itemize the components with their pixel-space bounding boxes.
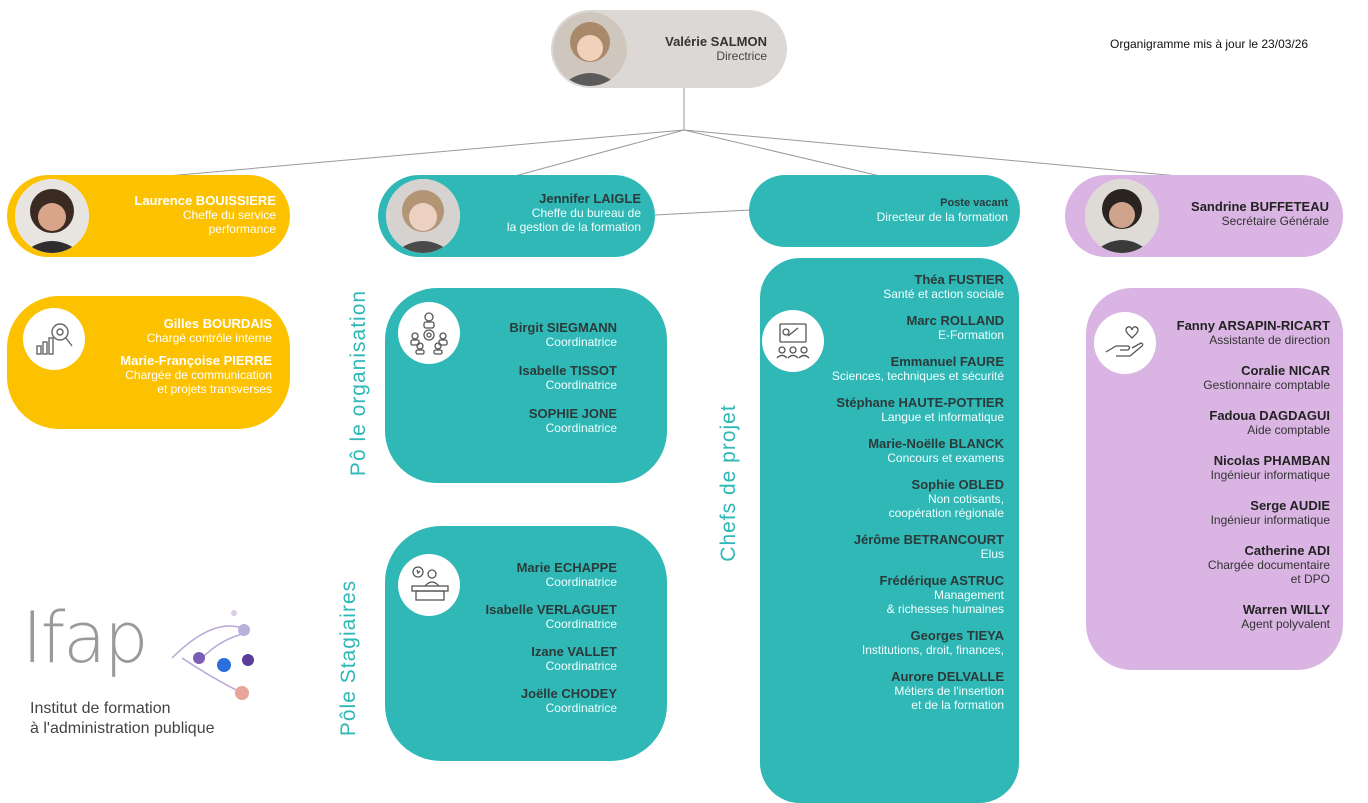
member-name: Fanny ARSAPIN-RICART bbox=[1176, 318, 1330, 333]
member-name: Marie-Noëlle BLANCK bbox=[868, 436, 1004, 451]
member-role: Chargé contrôle interne bbox=[146, 331, 272, 345]
performance-head-role: Cheffe du service bbox=[182, 208, 276, 222]
secretariat-team-card: Fanny ARSAPIN-RICART Assistante de direc… bbox=[1086, 288, 1343, 670]
member-role: Ingénieur informatique bbox=[1210, 513, 1330, 527]
member-role: Santé et action sociale bbox=[883, 287, 1004, 301]
member-role: Non cotisants, bbox=[927, 492, 1004, 506]
formation-head-role: Directeur de la formation bbox=[876, 210, 1008, 224]
member-role-2: & richesses humaines bbox=[886, 602, 1004, 616]
member-role: Aide comptable bbox=[1247, 423, 1330, 437]
hand-heart-icon bbox=[1094, 312, 1156, 374]
ifap-logo: Ifap Institut de formation à l'administr… bbox=[22, 598, 272, 748]
logo-line-2: à l'administration publique bbox=[30, 720, 215, 737]
member-name: Serge AUDIE bbox=[1250, 498, 1330, 513]
logo-network-graphic bbox=[171, 610, 254, 700]
bureau-head-card: Jennifer LAIGLE Cheffe du bureau de la g… bbox=[378, 175, 655, 257]
secretariat-head-card: Sandrine BUFFETEAU Secrétaire Générale bbox=[1065, 175, 1343, 257]
member-name: Marie-Françoise PIERRE bbox=[120, 353, 272, 368]
member-role: Assistante de direction bbox=[1209, 333, 1330, 347]
chefs-projet-label: Chefs de projet bbox=[717, 404, 740, 562]
member-name: Fadoua DAGDAGUI bbox=[1209, 408, 1330, 423]
pole-organisation-label: Pô le organisation bbox=[347, 289, 370, 477]
member-name: Isabelle TISSOT bbox=[518, 363, 617, 378]
bureau-head-avatar bbox=[386, 179, 460, 253]
member-role: Langue et informatique bbox=[881, 410, 1004, 424]
director-name: Valérie SALMON bbox=[665, 34, 767, 49]
member-role: Gestionnaire comptable bbox=[1203, 378, 1330, 392]
member-role: Coordinatrice bbox=[545, 378, 617, 392]
member-name: Emmanuel FAURE bbox=[890, 354, 1004, 369]
member-role: Ingénieur informatique bbox=[1210, 468, 1330, 482]
member-role: Chargée de communication bbox=[125, 368, 272, 382]
member-name: Marc ROLLAND bbox=[906, 313, 1004, 328]
member-role: Elus bbox=[980, 547, 1004, 561]
secretariat-head-name: Sandrine BUFFETEAU bbox=[1191, 199, 1329, 214]
member-name: Catherine ADI bbox=[1244, 543, 1330, 558]
member-name: Izane VALLET bbox=[531, 644, 617, 659]
reception-desk-icon bbox=[398, 554, 460, 616]
performance-head-name: Laurence BOUISSIERE bbox=[134, 193, 276, 208]
member-name: Birgit SIEGMANN bbox=[509, 320, 617, 335]
secretariat-head-avatar bbox=[1085, 179, 1159, 253]
member-role-2: coopération régionale bbox=[888, 506, 1004, 520]
member-role: Coordinatrice bbox=[545, 421, 617, 435]
member-role: Coordinatrice bbox=[545, 701, 617, 715]
member-name: Gilles BOURDAIS bbox=[163, 316, 272, 331]
pole-organisation-card: Birgit SIEGMANN Coordinatrice Isabelle T… bbox=[385, 288, 667, 483]
chefs-projet-card: Théa FUSTIER Santé et action sociale Mar… bbox=[760, 258, 1019, 803]
director-card: Valérie SALMON Directrice bbox=[551, 10, 787, 88]
member-name: Marie ECHAPPE bbox=[516, 560, 617, 575]
member-role: E-Formation bbox=[937, 328, 1004, 342]
bureau-head-name: Jennifer LAIGLE bbox=[539, 191, 641, 206]
member-name: Joëlle CHODEY bbox=[520, 686, 617, 701]
performance-head-card: Laurence BOUISSIERE Cheffe du service pe… bbox=[7, 175, 290, 257]
member-name: Warren WILLY bbox=[1242, 602, 1330, 617]
member-name: Nicolas PHAMBAN bbox=[1213, 453, 1330, 468]
director-avatar bbox=[553, 12, 627, 86]
member-name: Frédérique ASTRUC bbox=[879, 573, 1004, 588]
member-role: Agent polyvalent bbox=[1241, 617, 1330, 631]
pole-stagiaires-card: Marie ECHAPPE Coordinatrice Isabelle VER… bbox=[385, 526, 667, 761]
member-role: Coordinatrice bbox=[545, 575, 617, 589]
logo-wordmark: Ifap bbox=[22, 597, 149, 679]
member-role: Sciences, techniques et sécurité bbox=[831, 369, 1004, 383]
member-role-2: et DPO bbox=[1290, 572, 1330, 586]
performance-head-role-2: performance bbox=[208, 222, 276, 236]
member-role-2: et projets transverses bbox=[157, 382, 272, 396]
member-name: Isabelle VERLAGUET bbox=[485, 602, 617, 617]
member-name: Théa FUSTIER bbox=[914, 272, 1004, 287]
formation-head-name: Poste vacant bbox=[940, 197, 1008, 209]
member-name: Jérôme BETRANCOURT bbox=[853, 532, 1004, 547]
update-note: Organigramme mis à jour le 23/03/26 bbox=[1110, 37, 1309, 51]
formation-head-card: Poste vacant Directeur de la formation bbox=[749, 175, 1020, 247]
member-role: Métiers de l'insertion bbox=[894, 684, 1004, 698]
member-role: Management bbox=[933, 588, 1004, 602]
team-cog-icon bbox=[398, 302, 460, 364]
member-role-2: et de la formation bbox=[911, 698, 1004, 712]
member-role: Coordinatrice bbox=[545, 617, 617, 631]
director-role: Directrice bbox=[716, 49, 767, 63]
chart-magnifier-icon bbox=[23, 308, 85, 370]
member-name: Aurore DELVALLE bbox=[891, 669, 1004, 684]
member-name: Stéphane HAUTE-POTTIER bbox=[836, 395, 1004, 410]
member-name: Georges TIEYA bbox=[910, 628, 1004, 643]
bureau-head-role: Cheffe du bureau de bbox=[531, 206, 641, 220]
member-role: Institutions, droit, finances, bbox=[861, 643, 1004, 657]
member-role: Coordinatrice bbox=[545, 335, 617, 349]
classroom-board-icon bbox=[762, 310, 824, 372]
bureau-head-role-2: la gestion de la formation bbox=[506, 220, 641, 234]
member-name: SOPHIE JONE bbox=[528, 406, 617, 421]
pole-stagiaires-label: Pôle Stagiaires bbox=[337, 579, 360, 737]
member-role: Coordinatrice bbox=[545, 659, 617, 673]
performance-team-card: Gilles BOURDAIS Chargé contrôle interne … bbox=[7, 296, 290, 429]
member-name: Sophie OBLED bbox=[911, 477, 1004, 492]
member-name: Coralie NICAR bbox=[1241, 363, 1330, 378]
logo-line-1: Institut de formation bbox=[30, 700, 171, 717]
performance-head-avatar bbox=[15, 179, 89, 253]
secretariat-head-role: Secrétaire Générale bbox=[1221, 214, 1329, 228]
member-role: Concours et examens bbox=[887, 451, 1004, 465]
member-role: Chargée documentaire bbox=[1207, 558, 1330, 572]
